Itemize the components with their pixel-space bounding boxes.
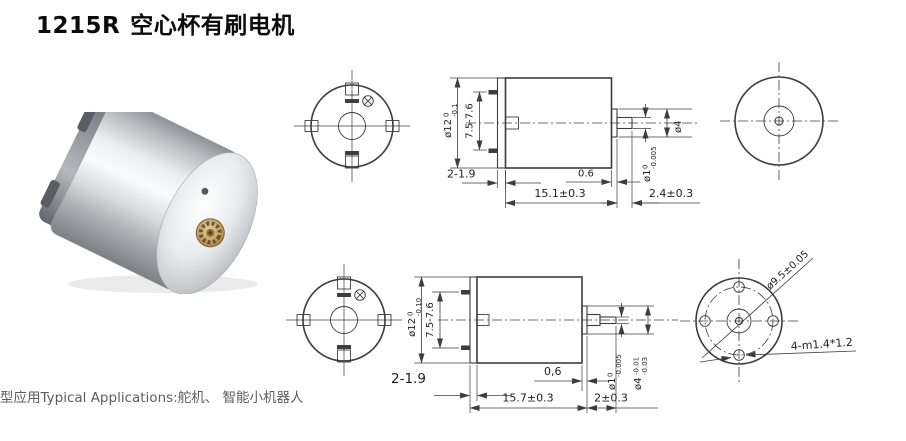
dim-boss-width: 0,6: [534, 336, 609, 413]
tab-bottom: [337, 349, 351, 363]
dim-pin-span: 7.5-7.6: [465, 91, 487, 151]
inner-circle: [330, 306, 358, 334]
tab-left: [296, 314, 311, 326]
motor-body-photo: [39, 112, 258, 294]
side-view-top: ø12 0 -0.1 7.5-7.6 2-1.9: [443, 77, 700, 208]
product-photo: [39, 112, 258, 294]
outer-circle: [310, 84, 394, 168]
brush-bar-top: [337, 293, 351, 297]
dim-shaft-dia-upper-tol: 0: [642, 165, 650, 169]
dim-body-diameter: ø12 0 -0.10: [407, 276, 475, 364]
terminal-bottom: [461, 345, 471, 350]
dim-boss-dia-label: ø4: [633, 378, 644, 390]
tab-top: [345, 82, 359, 96]
pinion-gear: [195, 218, 225, 248]
terminal-top: [488, 90, 498, 95]
motor-rear-flat-top: [77, 112, 97, 132]
dim-body-dia-upper-tol: 0: [443, 113, 451, 117]
inner-circle: [338, 112, 366, 140]
dim-boss-width-label: 0,6: [544, 365, 562, 378]
boss-circle: [726, 308, 752, 334]
screw-symbol: [354, 289, 366, 301]
tab-bottom: [345, 155, 359, 169]
terminal-top: [461, 290, 471, 295]
dim-body-length-label: 15.7±0.3: [502, 392, 553, 405]
dim-shaft-length-label: 2±0.3: [594, 392, 628, 405]
dim-pin-span: 7.5-7.6: [425, 291, 459, 349]
mount-hole-right: [767, 315, 779, 327]
dim-boss-dia-label: ø4: [673, 121, 684, 133]
mounting-face-view: ø9.5±0.05 4-m1.4*1.2: [680, 249, 857, 383]
dim-shaft-dia-lower-tol: -0.005: [615, 354, 623, 377]
shaft-circle: [774, 116, 784, 126]
brush-bar-bottom: [345, 151, 359, 155]
dim-body-dia-upper-tol: 0: [407, 312, 415, 316]
dim-shaft-length: 2±0.3: [587, 326, 658, 413]
dim-pin: 2-1.9: [391, 365, 511, 413]
dim-body-length: 15.1±0.3: [505, 170, 618, 208]
dim-mount-holes: 4-m1.4*1.2: [699, 336, 857, 363]
dim-pin-label: 2-1.9: [391, 371, 426, 387]
dim-shaft-length: 2.4±0.3: [601, 131, 700, 208]
boss-circle: [763, 105, 795, 137]
rear-bearing: [505, 116, 519, 130]
motor-rear-flat-bottom: [40, 179, 60, 208]
dim-pin-span-label: 7.5-7.6: [465, 103, 476, 138]
dim-body-diameter: ø12 0 -0.1: [443, 77, 503, 169]
dim-body-dia-lower-tol: -0.1: [451, 103, 459, 117]
outer-circle: [734, 76, 824, 166]
bolt-circle: [704, 286, 774, 356]
dim-boss-width: 0.6: [566, 139, 640, 208]
dim-bolt-circle-label: ø9.5±0.05: [765, 249, 812, 292]
mount-hole-top: [733, 281, 745, 293]
outer-circle: [695, 277, 783, 365]
dim-body-dia-lower-tol: -0.10: [415, 298, 423, 316]
dim-body-dia-label: ø12: [407, 318, 418, 337]
dim-body-length: 15.7±0.3: [469, 392, 588, 411]
dim-shaft-dia-label: ø1: [607, 378, 618, 390]
product-name: 空心杯有刷电机: [130, 13, 295, 39]
dim-boss-dia-lower-tol: -0.03: [641, 357, 649, 375]
rear-bearing: [476, 314, 490, 326]
dim-mount-holes-label: 4-m1.4*1.2: [790, 336, 853, 353]
tab-top: [337, 276, 351, 290]
dim-shaft-dia-lower-tol: -0.005: [650, 146, 658, 169]
dim-shaft-dia-label: ø1: [642, 170, 653, 182]
dim-shaft-diameter: ø1 0 -0.005: [633, 104, 658, 182]
page-title: 1215R 空心杯有刷电机: [36, 6, 295, 40]
dim-boss-width-label: 0.6: [578, 169, 594, 180]
screw-symbol: [362, 95, 374, 107]
brush-bar-top: [345, 99, 359, 103]
shaft: [616, 116, 633, 130]
dim-boss-diameter: ø4: [618, 108, 692, 138]
dim-body-length-label: 15.1±0.3: [534, 187, 585, 200]
dim-boss-dia-upper-tol: -0.01: [633, 357, 641, 375]
dim-shaft-dia-upper-tol: 0: [607, 373, 615, 377]
terminal-bottom: [488, 148, 498, 153]
applications-caption: 型应用Typical Applications:舵机、 智能小机器人: [0, 390, 304, 406]
dim-boss-diameter: ø4 -0.01 -0.03: [587, 305, 654, 390]
side-view-bottom: ø12 0 -0.10 7.5-7.6 2-1.9: [391, 276, 678, 413]
front-view-bottom: [286, 264, 402, 376]
brush-bar-bottom: [337, 345, 351, 349]
tab-left: [304, 120, 319, 132]
mount-hole-bottom: [733, 349, 745, 361]
dim-shaft-diameter: ø1 0 -0.005: [607, 303, 629, 390]
tab-right: [377, 314, 392, 326]
tab-right: [385, 120, 400, 132]
model-number: 1215R: [36, 13, 121, 39]
dim-body-dia-label: ø12: [443, 119, 454, 138]
shaft-end-view-top: [720, 62, 838, 180]
dim-pin-label: 2-1.9: [447, 168, 475, 181]
mount-hole-left: [699, 315, 711, 327]
front-view-top: [294, 70, 410, 182]
dim-pin: 2-1.9: [447, 168, 541, 188]
dim-pin-span-label: 7.5-7.6: [425, 302, 436, 337]
shaft: [599, 316, 617, 325]
outer-circle: [302, 278, 386, 362]
face-vent-hole: [201, 187, 209, 195]
dim-shaft-length-label: 2.4±0.3: [649, 187, 693, 200]
